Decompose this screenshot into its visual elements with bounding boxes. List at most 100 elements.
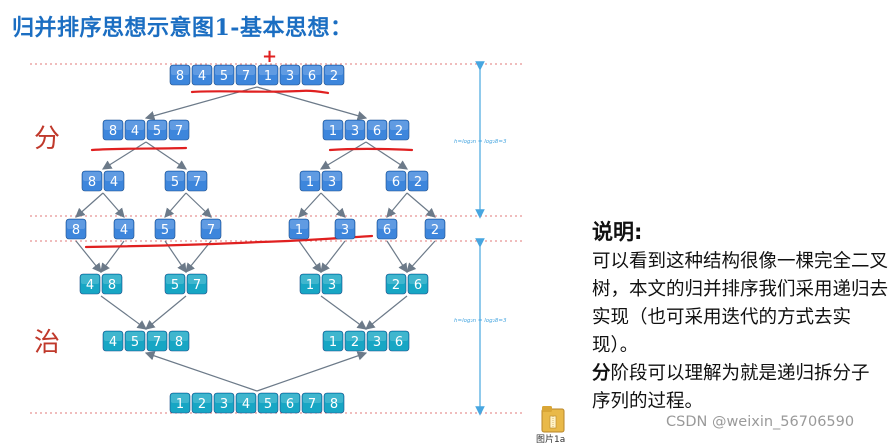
- conquer-node-cell-highlight: [171, 394, 189, 403]
- conquer-node-cell-value: 1: [306, 278, 314, 293]
- divide-node-cell-highlight: [346, 121, 364, 130]
- conquer-node-cell-value: 2: [392, 278, 400, 293]
- divide-node-cell-highlight: [303, 66, 321, 75]
- conquer-node-cell: [146, 330, 168, 352]
- divide-node-cell-value: 5: [153, 124, 161, 139]
- conquer-node-cell-value: 6: [395, 335, 403, 350]
- tree-arrow: [102, 192, 125, 218]
- divide-node-group: 3: [334, 218, 356, 240]
- divide-node-cell-highlight: [105, 172, 123, 181]
- conquer-node-cell-highlight: [390, 332, 408, 341]
- divide-node-cell: [154, 218, 176, 240]
- conquer-node-cell: [344, 330, 366, 352]
- conquer-node-cell: [299, 273, 321, 295]
- conquer-node-cell-highlight: [259, 394, 277, 403]
- divide-node-cell-value: 6: [383, 223, 391, 238]
- explanation-note: 说明: 可以看到这种结构很像一棵完全二叉树，本文的归并排序我们采用递归去实现（也…: [592, 218, 888, 416]
- watermark: CSDN @weixin_56706590: [666, 414, 855, 430]
- conquer-node-cell-value: 5: [171, 278, 179, 293]
- conquer-node-cell: [301, 392, 323, 414]
- conquer-node-cell-value: 3: [373, 335, 381, 350]
- conquer-node-cell: [101, 273, 123, 295]
- conquer-node-cell: [323, 392, 345, 414]
- tree-arrow: [298, 240, 322, 273]
- divide-node-group: 4: [113, 218, 135, 240]
- divide-node-cell-value: 2: [431, 223, 439, 238]
- divide-node-cell-highlight: [281, 66, 299, 75]
- conquer-node-cell: [322, 330, 344, 352]
- divide-node-cell: [301, 64, 323, 86]
- divide-node-cell-highlight: [115, 220, 133, 229]
- divide-node-cell-value: 1: [295, 223, 303, 238]
- divide-node-cell-highlight: [368, 121, 386, 130]
- divide-label: 分: [34, 124, 61, 154]
- conquer-node-cell-value: 4: [86, 278, 94, 293]
- note-paragraph: 可以看到这种结构很像一棵完全二叉树，本文的归并排序我们采用递归去实现（也可采用迭…: [592, 251, 889, 356]
- divide-node-cell: [65, 218, 87, 240]
- divide-node-cell: [146, 119, 168, 141]
- divide-node-cell-value: 7: [175, 124, 183, 139]
- divide-node-cell-value: 8: [72, 223, 80, 238]
- divide-node-cell-highlight: [188, 172, 206, 181]
- height-note-bottom: h=log₂n = log₂8=3: [454, 318, 507, 324]
- divide-node-cell: [344, 119, 366, 141]
- tree-arrow: [185, 192, 212, 218]
- divide-node-cell-highlight: [171, 66, 189, 75]
- divide-node-cell: [322, 119, 344, 141]
- divide-node-cell: [388, 119, 410, 141]
- divide-node-cell: [103, 170, 125, 192]
- divide-node-cell-value: 1: [306, 175, 314, 190]
- conquer-node-cell-highlight: [188, 275, 206, 284]
- divide-node-cell-highlight: [390, 121, 408, 130]
- conquer-node-cell: [79, 273, 101, 295]
- height-measures: h=log₂n = log₂8=3 h=log₂n = log₂8=3: [454, 61, 507, 416]
- conquer-node-cell-value: 5: [264, 397, 272, 412]
- tree-arrow: [75, 192, 104, 218]
- tree-arrow: [256, 351, 368, 392]
- divide-node-cell-value: 7: [193, 175, 201, 190]
- tree-arrow: [320, 192, 346, 218]
- divide-node-cell: [213, 64, 235, 86]
- conquer-label: 治: [34, 328, 61, 358]
- divide-node-cell: [81, 170, 103, 192]
- divide-node-cell-value: 5: [220, 69, 228, 84]
- conquer-node-cell: [213, 392, 235, 414]
- conquer-node-cell-value: 8: [175, 335, 183, 350]
- divide-node-cell-highlight: [67, 220, 85, 229]
- conquer-node-cell-highlight: [193, 394, 211, 403]
- divide-node-cell: [169, 64, 191, 86]
- divide-node-cell-highlight: [202, 220, 220, 229]
- divide-node-cell: [191, 64, 213, 86]
- tree-arrow: [164, 192, 187, 218]
- conquer-node-cell-value: 8: [330, 397, 338, 412]
- dashed-separators: [30, 63, 524, 414]
- tree-arrow: [406, 192, 436, 218]
- file-icon[interactable]: [540, 404, 566, 434]
- conquer-node-cell-highlight: [323, 275, 341, 284]
- conquer-node-cell: [388, 330, 410, 352]
- divide-node-cell: [407, 170, 429, 192]
- divide-node-cell: [334, 218, 356, 240]
- divide-node-cell-highlight: [193, 66, 211, 75]
- divide-node-cell-value: 8: [109, 124, 117, 139]
- divide-node-cell: [321, 170, 343, 192]
- divide-node-cell-value: 4: [120, 223, 128, 238]
- divide-node-cell-highlight: [104, 121, 122, 130]
- divide-node-cell-value: 1: [264, 69, 272, 84]
- conquer-node-cell: [164, 273, 186, 295]
- divide-node-cell-highlight: [166, 172, 184, 181]
- conquer-node-cell-highlight: [170, 332, 188, 341]
- tree-arrow: [298, 192, 322, 218]
- conquer-node-cell-value: 3: [220, 397, 228, 412]
- tree-arrow: [100, 295, 147, 330]
- divide-node-cell-value: 1: [329, 124, 337, 139]
- divide-node-cell-value: 6: [392, 175, 400, 190]
- conquer-node-cell-value: 7: [193, 278, 201, 293]
- tree-arrow: [365, 295, 408, 330]
